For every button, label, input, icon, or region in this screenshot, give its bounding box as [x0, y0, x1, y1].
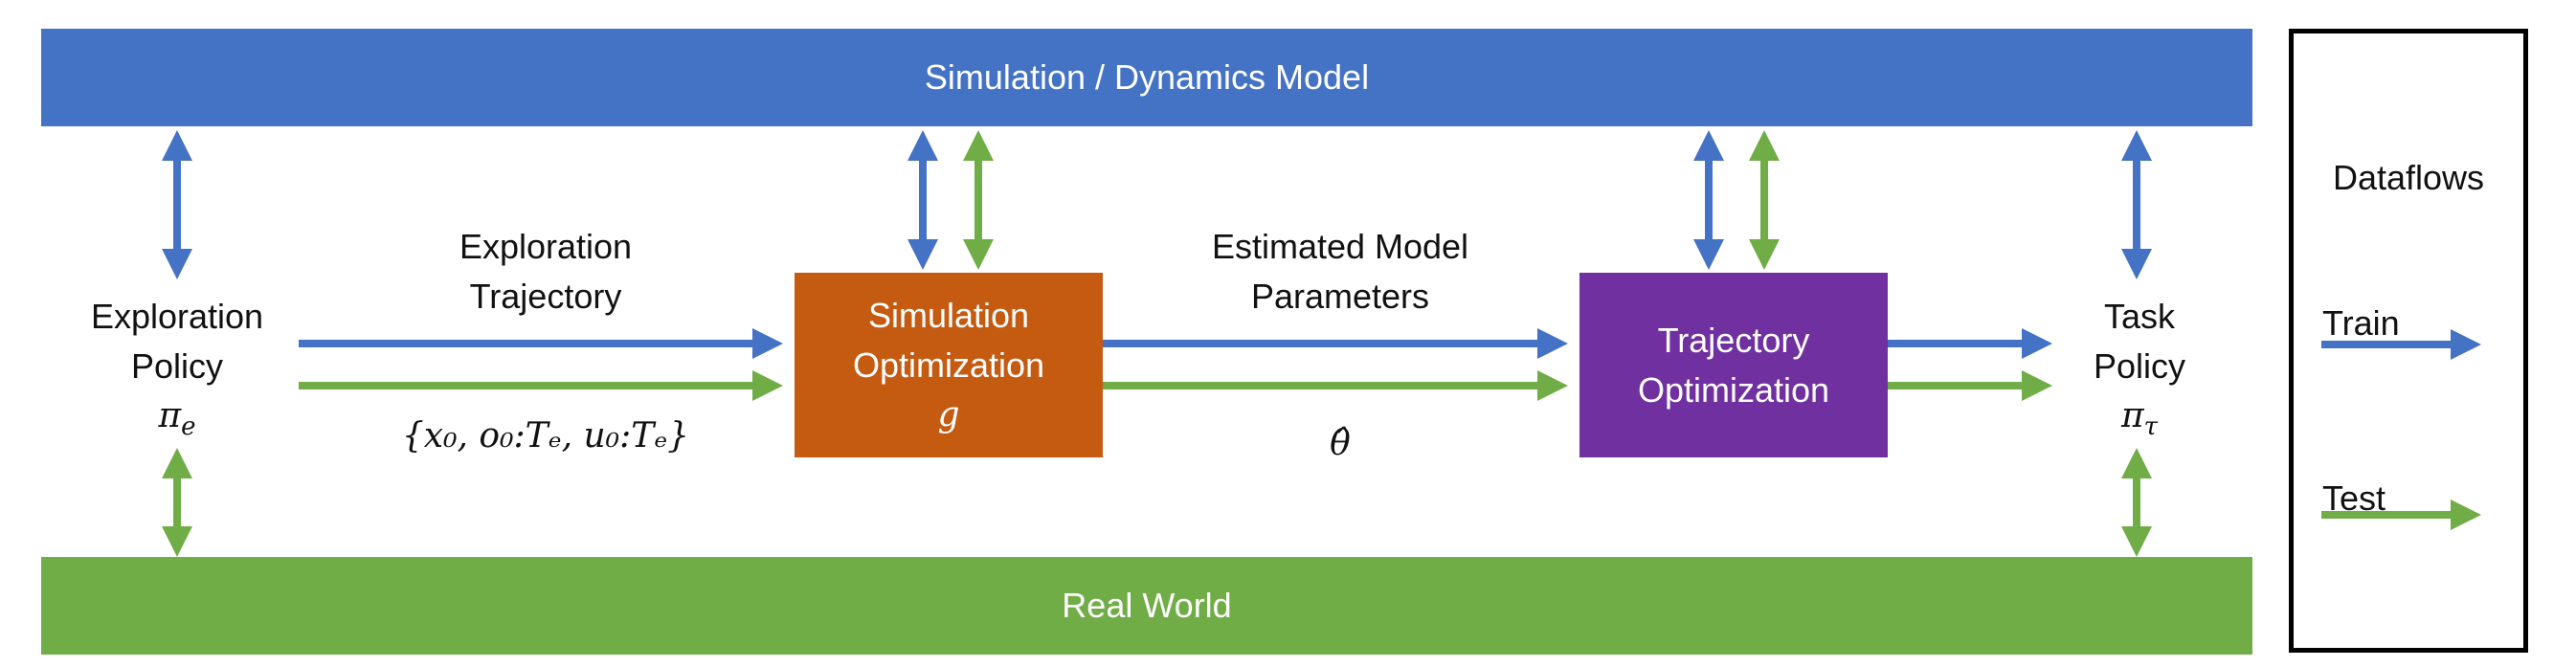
task-policy-line2: Policy: [2093, 346, 2186, 386]
exploration-policy-line1: Exploration: [90, 297, 264, 336]
exploration-trajectory-line2: Trajectory: [469, 277, 622, 316]
trajectory-optimization-box: Trajectory Optimization: [1579, 273, 1888, 457]
estimated-params-label: Estimated Model Parameters: [1158, 222, 1522, 322]
trajectory-math-label: {x₀, o₀:Tₑ, u₀:Tₑ}: [401, 416, 690, 456]
task-policy-symbol: πτ: [2058, 391, 2221, 452]
estimated-params-line2: Parameters: [1250, 277, 1430, 316]
estimated-params-line1: Estimated Model: [1211, 227, 1469, 266]
simulation-dynamics-model-bar: Simulation / Dynamics Model: [41, 29, 2252, 126]
task-policy-node: Task Policy πτ: [2058, 292, 2221, 452]
simulation-optimization-line2: Optimization: [852, 345, 1045, 385]
simulation-optimization-line1: Simulation: [867, 295, 1030, 335]
trajectory-optimization-line1: Trajectory: [1657, 320, 1810, 360]
theta-hat-label: θ̂: [1330, 424, 1351, 463]
exploration-policy-symbol: πe: [57, 391, 297, 452]
simulation-bar-label: Simulation / Dynamics Model: [924, 57, 1370, 97]
simulation-optimization-symbol: g: [937, 394, 960, 434]
simulation-optimization-box: Simulation Optimization g: [795, 273, 1103, 457]
legend-train-label: Train: [2322, 303, 2400, 343]
trajectory-optimization-line2: Optimization: [1637, 369, 1830, 410]
real-world-bar: Real World: [41, 557, 2252, 655]
exploration-trajectory-label: Exploration Trajectory: [402, 222, 689, 322]
task-policy-line1: Task: [2103, 297, 2176, 336]
task-policy-pi: π: [2120, 396, 2144, 435]
task-policy-subscript: τ: [2143, 412, 2159, 442]
exploration-trajectory-line1: Exploration: [459, 227, 633, 266]
legend-title: Dataflows: [2332, 158, 2485, 197]
exploration-policy-node: Exploration Policy πe: [57, 292, 297, 452]
exploration-policy-line2: Policy: [130, 346, 224, 386]
exploration-policy-pi: π: [158, 396, 182, 435]
real-world-label: Real World: [1062, 586, 1232, 625]
exploration-policy-subscript: e: [181, 412, 196, 442]
